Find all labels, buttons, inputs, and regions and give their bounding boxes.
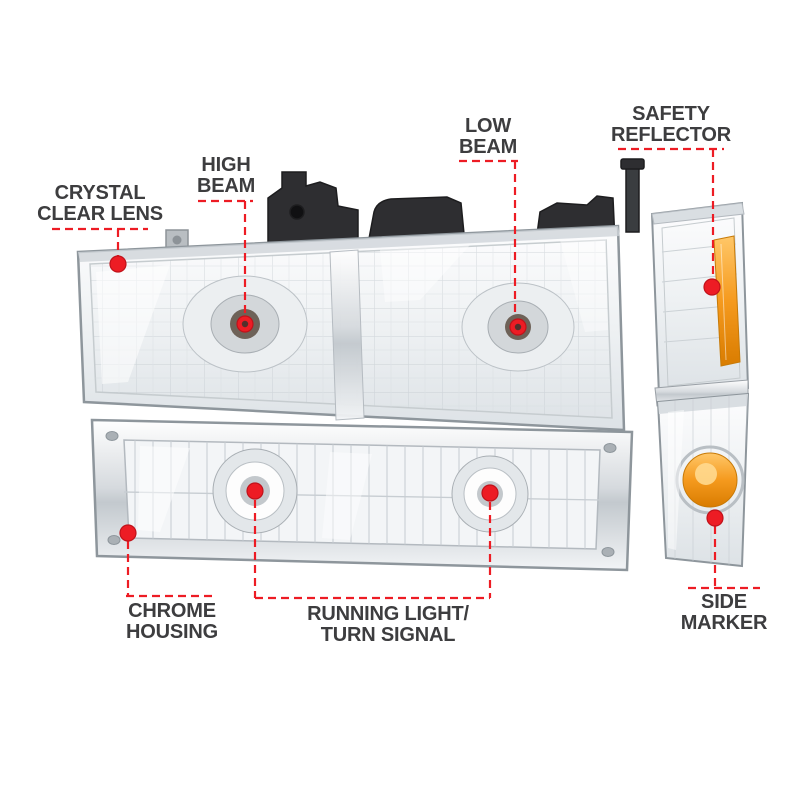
callout-line: HIGH (201, 154, 251, 176)
callout-line: CRYSTAL (54, 182, 146, 204)
leader-chrome-housing (126, 541, 216, 598)
callout-low-beam: LOW BEAM (458, 115, 518, 159)
leader-crystal-clear-lens (52, 227, 148, 256)
callout-line: CLEAR LENS (37, 203, 163, 226)
leader-low-beam (459, 159, 518, 316)
marker-side-marker (706, 509, 724, 527)
callout-chrome-housing: CHROME HOUSING (126, 600, 218, 644)
marker-chrome-housing (119, 524, 137, 542)
leader-high-beam (198, 199, 253, 314)
marker-crystal-clear-lens (109, 255, 127, 273)
callout-line: SAFETY (632, 103, 710, 125)
callout-running-light-turn-signal: RUNNING LIGHT/ TURN SIGNAL (307, 603, 469, 647)
callout-line: BEAM (458, 136, 518, 159)
callout-line: LOW (464, 115, 512, 137)
callout-high-beam: HIGH BEAM (196, 154, 256, 198)
callout-line: MARKER (680, 612, 768, 635)
marker-safety-reflector (703, 278, 721, 296)
callout-line: BEAM (196, 175, 256, 198)
leader-running-light (253, 500, 492, 600)
bumper-light (90, 418, 634, 572)
callout-line: REFLECTOR (610, 124, 732, 147)
callout-line: TURN SIGNAL (320, 624, 456, 647)
callout-side-marker: SIDE MARKER (680, 591, 768, 635)
callout-line: SIDE (701, 591, 747, 613)
main-headlight (76, 224, 626, 432)
callout-line: HOUSING (126, 621, 218, 644)
corner-lamp (650, 201, 750, 407)
anchor-markers (109, 255, 724, 542)
leader-lines (52, 147, 760, 600)
callout-line: RUNNING LIGHT/ (307, 603, 469, 625)
leader-side-marker (688, 526, 760, 590)
leader-safety-reflector (618, 147, 724, 278)
marker-running-light-left (246, 482, 264, 500)
callout-safety-reflector: SAFETY REFLECTOR (610, 103, 732, 147)
marker-running-light-right (481, 484, 499, 502)
callout-crystal-clear-lens: CRYSTAL CLEAR LENS (37, 182, 163, 226)
side-marker-lamp (656, 392, 750, 568)
callout-line: CHROME (128, 600, 216, 622)
